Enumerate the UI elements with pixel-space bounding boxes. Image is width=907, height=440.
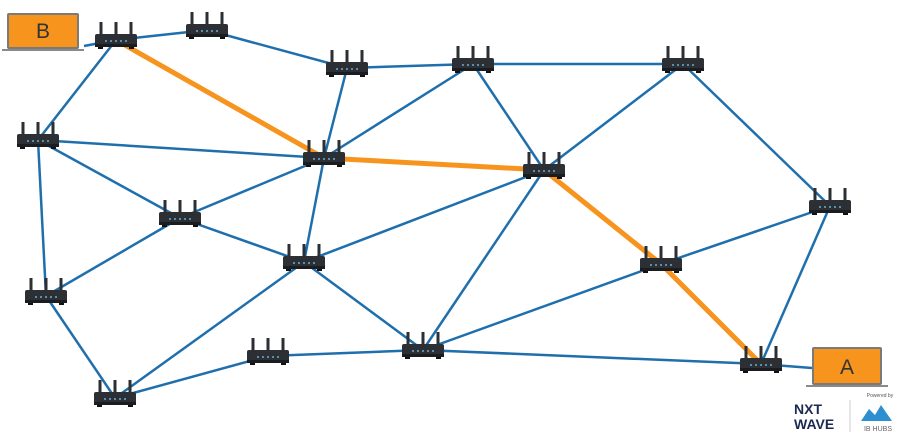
endpoint-a-label: A [840, 356, 854, 379]
endpoint-a-laptop: A [806, 347, 888, 387]
link-r6-r11 [36, 139, 48, 297]
router-icon [159, 200, 201, 227]
link-r1-r6 [37, 39, 117, 141]
logo-bottom-text: WAVE [794, 416, 834, 432]
router-icon [247, 338, 289, 365]
link-r7-r9 [179, 156, 325, 220]
link-r13-r16 [267, 348, 424, 358]
ibhubs-logo: Powered by IB HUBS [861, 393, 894, 433]
router-icon [25, 278, 67, 305]
link-r4-r7 [323, 62, 474, 160]
link-r6-r9 [37, 138, 181, 220]
logo-top-text: NXT [794, 401, 822, 417]
link-r10-r12 [114, 260, 305, 400]
path-link-r1-r7 [113, 37, 327, 161]
nxtwave-logo: NXT WAVE [794, 401, 834, 432]
partner-text: IB HUBS [864, 426, 892, 433]
router-icon [95, 22, 137, 49]
link-r5-r8 [543, 63, 684, 171]
endpoint-b-laptop: B [2, 13, 84, 51]
router-icon [740, 346, 782, 373]
link-r6-r7 [37, 138, 325, 160]
link-r10-r16 [303, 260, 424, 352]
powered-by-text: Powered by [867, 393, 894, 399]
link-r15-r16 [422, 262, 662, 352]
router-icon [402, 332, 444, 359]
link-r4-r8 [471, 63, 546, 171]
link-r11-r12 [44, 295, 117, 399]
link-r8-r16 [421, 169, 546, 351]
link-r7-r10 [302, 157, 326, 263]
link-r12-r13 [114, 354, 269, 400]
link-r9-r11 [45, 216, 181, 298]
router-icon [640, 246, 682, 273]
router-icon [303, 140, 345, 167]
link-r8-r10 [303, 168, 545, 264]
links-layer [36, 28, 832, 400]
router-icon [326, 50, 368, 77]
router-icon [186, 12, 228, 39]
link-r14-r21 [759, 205, 832, 365]
router-icon [452, 46, 494, 73]
highlighted-path [113, 37, 764, 367]
path-link-r15-r21 [658, 261, 764, 367]
router-icon [809, 188, 851, 215]
link-r16-r21 [422, 348, 762, 366]
router-icon [283, 244, 325, 271]
path-link-r8-r15 [541, 167, 664, 267]
link-r9-r10 [179, 216, 305, 264]
link-r3-r7 [322, 67, 349, 159]
router-icon [662, 46, 704, 73]
endpoint-b-label: B [36, 20, 50, 43]
ibhubs-mountain-icon [861, 405, 892, 421]
link-r14-r15 [660, 204, 831, 266]
router-icon [94, 380, 136, 407]
router-icon [523, 152, 565, 179]
link-r2-r3 [206, 28, 348, 70]
link-r5-r14 [682, 63, 831, 207]
router-icon [17, 122, 59, 149]
path-link-r7-r8 [321, 155, 547, 173]
routers-layer [17, 12, 851, 407]
